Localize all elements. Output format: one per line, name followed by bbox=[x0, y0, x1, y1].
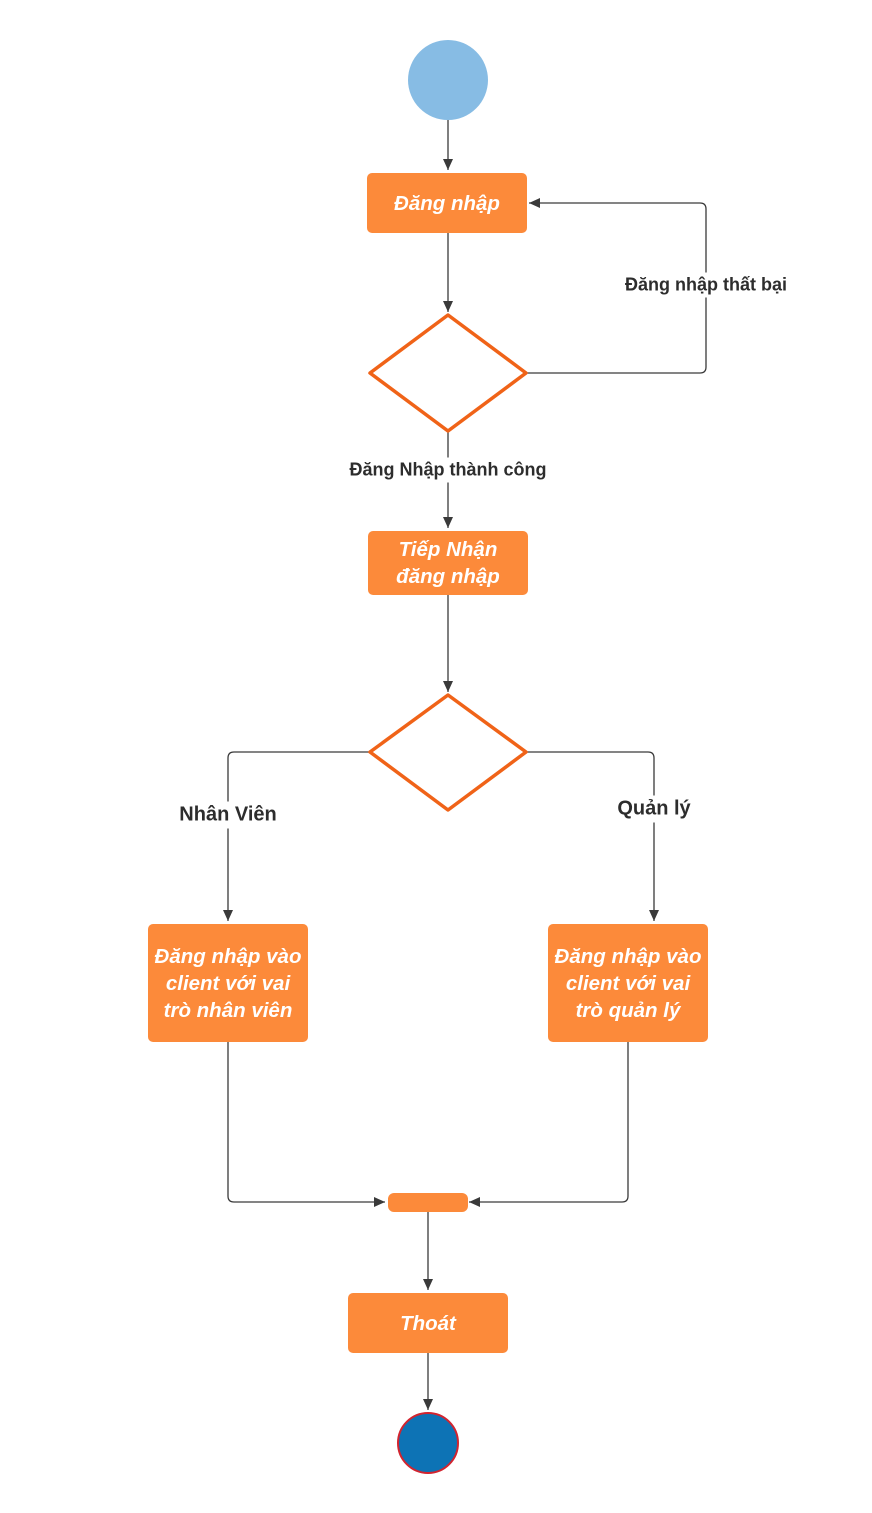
action-receive-login-label: Tiếp Nhận đăng nhập bbox=[396, 538, 500, 588]
label-staff: Nhân Viên bbox=[177, 801, 279, 829]
edge-decision2-to-manager bbox=[525, 751, 659, 921]
action-staff-client-label: Đăng nhập vào client với vai trò nhân vi… bbox=[154, 944, 302, 1022]
edge-manager-to-join bbox=[469, 1042, 629, 1207]
action-manager-client: Đăng nhập vào client với vai trò quản lý bbox=[548, 924, 708, 1042]
action-exit-label: Thoát bbox=[400, 1311, 456, 1335]
label-login-success: Đăng Nhập thành công bbox=[347, 457, 549, 483]
action-login: Đăng nhập bbox=[367, 173, 527, 233]
action-login-label: Đăng nhập bbox=[394, 191, 500, 215]
decision-login-result bbox=[368, 313, 528, 433]
decision-role bbox=[368, 693, 528, 812]
join-bar bbox=[388, 1193, 468, 1212]
final-node bbox=[397, 1412, 459, 1474]
action-staff-client: Đăng nhập vào client với vai trò nhân vi… bbox=[148, 924, 308, 1042]
label-manager: Quản lý bbox=[615, 795, 693, 823]
edge-decision2-to-staff bbox=[223, 751, 371, 921]
action-exit: Thoát bbox=[348, 1293, 508, 1353]
start-node bbox=[408, 40, 488, 120]
edge-staff-to-join bbox=[227, 1042, 385, 1207]
action-manager-client-label: Đăng nhập vào client với vai trò quản lý bbox=[554, 944, 702, 1022]
action-receive-login: Tiếp Nhận đăng nhập bbox=[368, 531, 528, 595]
label-login-failed: Đăng nhập thất bại bbox=[623, 272, 789, 298]
